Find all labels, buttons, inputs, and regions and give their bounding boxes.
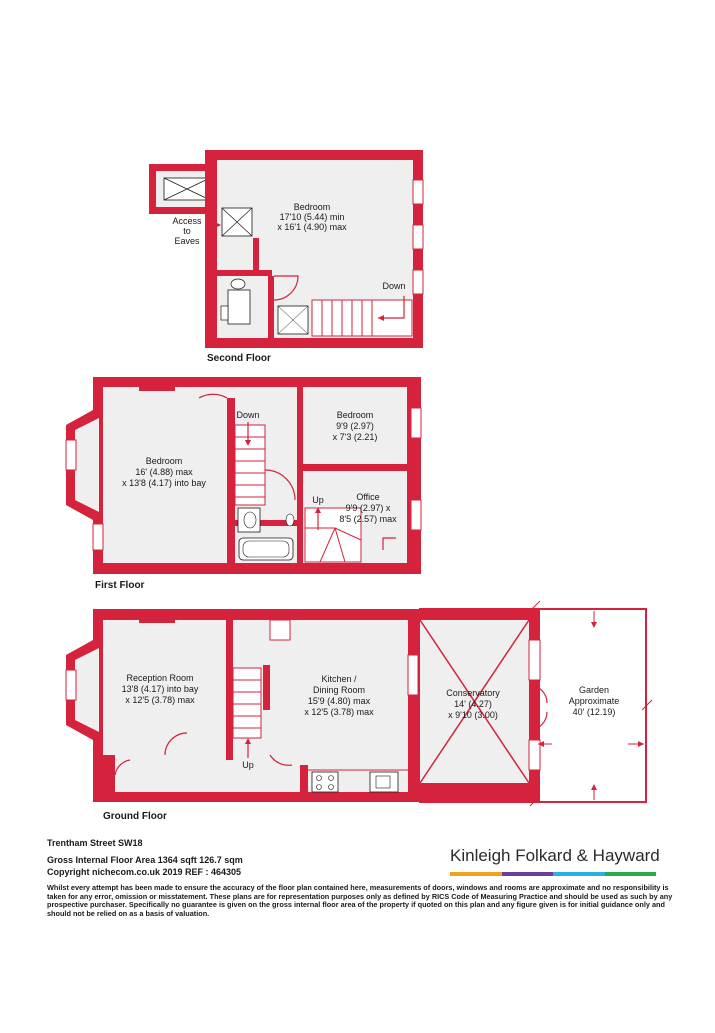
conservatory-dim2: x 9'10 (3.00): [448, 710, 498, 720]
office-dim1: 9'9 (2.97) x: [346, 503, 391, 513]
reception-dim1: 13'8 (4.17) into bay: [122, 684, 199, 694]
first-floor-plan: Bedroom 16' (4.88) max x 13'8 (4.17) int…: [65, 377, 422, 591]
first-up-label: Up: [312, 495, 324, 505]
second-bedroom-dim1: 17'10 (5.44) min: [280, 212, 345, 222]
agency-logo-colour-bar: [450, 872, 656, 876]
first-bedroom-small-dim1: 9'9 (2.97): [336, 421, 374, 431]
copyright-text: Copyright nichecom.co.uk 2019 REF : 4643…: [47, 867, 242, 877]
reception-name: Reception Room: [126, 673, 193, 683]
address-text: Trentham Street SW18: [47, 838, 143, 848]
logo-bar-green: [604, 872, 656, 876]
disclaimer-text: Whilst every attempt has been made to en…: [47, 883, 673, 918]
floor-area-text: Gross Internal Floor Area 1364 sqft 126.…: [47, 855, 243, 865]
second-bedroom-dim2: x 16'1 (4.90) max: [277, 222, 347, 232]
logo-bar-purple: [501, 872, 553, 876]
kitchen-dim2: x 12'5 (3.78) max: [304, 707, 374, 717]
office-dim2: 8'5 (2.57) max: [339, 514, 397, 524]
garden-l3: 40' (12.19): [573, 707, 616, 717]
first-bedroom-small-dim2: x 7'3 (2.21): [333, 432, 378, 442]
access-eaves-l1: Access: [172, 216, 202, 226]
first-down-label: Down: [236, 410, 259, 420]
ground-up-label: Up: [242, 760, 254, 770]
access-eaves-l3: Eaves: [174, 236, 200, 246]
first-bedroom-main-dim2: x 13'8 (4.17) into bay: [122, 478, 206, 488]
logo-bar-blue: [553, 872, 605, 876]
second-bedroom-name: Bedroom: [294, 202, 331, 212]
kitchen-name1: Kitchen /: [321, 674, 357, 684]
garden-l2: Approximate: [569, 696, 620, 706]
access-eaves-l2: to: [183, 226, 191, 236]
reception-dim2: x 12'5 (3.78) max: [125, 695, 195, 705]
second-down-label: Down: [382, 281, 405, 291]
first-bedroom-main-name: Bedroom: [146, 456, 183, 466]
second-floor-plan: Bedroom 17'10 (5.44) min x 16'1 (4.90) m…: [149, 150, 424, 364]
ground-floor-plan: Reception Room 13'8 (4.17) into bay x 12…: [65, 600, 653, 822]
garden-name: Garden: [579, 685, 609, 695]
conservatory-name: Conservatory: [446, 688, 500, 698]
first-bedroom-main-dim1: 16' (4.88) max: [135, 467, 193, 477]
second-floor-label: Second Floor: [207, 353, 271, 364]
kitchen-name2: Dining Room: [313, 685, 365, 695]
ground-floor-label: Ground Floor: [103, 811, 167, 822]
first-bedroom-small-name: Bedroom: [337, 410, 374, 420]
first-floor-label: First Floor: [95, 580, 145, 591]
conservatory-dim1: 14' (4.27): [454, 699, 492, 709]
office-name: Office: [356, 492, 379, 502]
agency-logo: Kinleigh Folkard & Hayward: [450, 846, 660, 865]
kitchen-dim1: 15'9 (4.80) max: [308, 696, 371, 706]
logo-bar-orange: [450, 872, 502, 876]
